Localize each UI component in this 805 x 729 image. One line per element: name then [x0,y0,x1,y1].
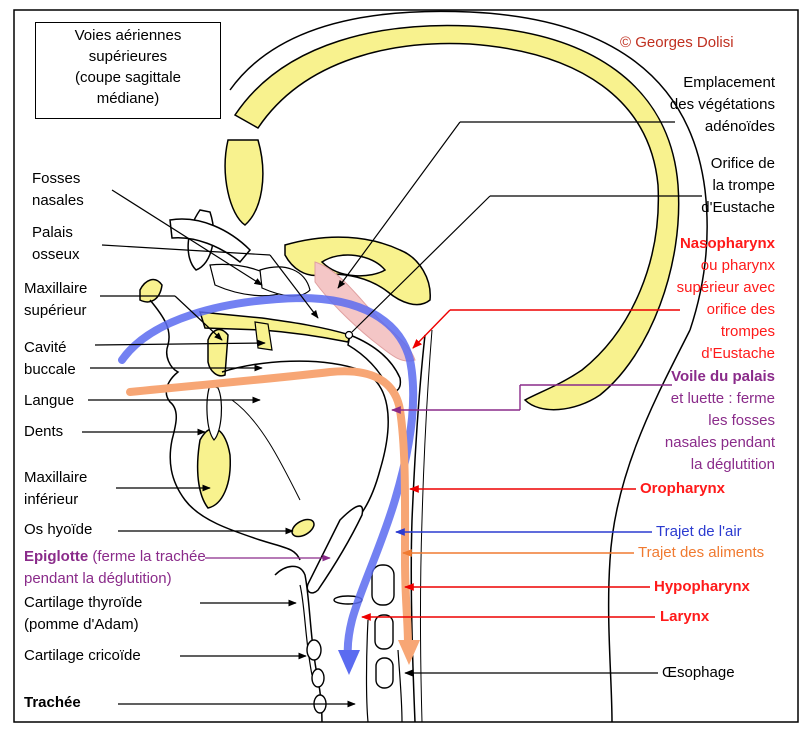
label-oropharynx: Oropharynx [640,478,725,500]
label-trajet-air: Trajet de l'air [656,521,742,543]
title-line: médiane) [36,88,220,109]
air-path-arrowhead [338,650,360,675]
diagram-title-box: Voies aériennes supérieures (coupe sagit… [35,22,221,119]
label-voile-du-palais: Voile du palais et luette : ferme les fo… [665,366,775,476]
copyright-text: © Georges Dolisi [620,32,734,54]
label-epiglotte: Epiglotte (ferme la trachée pendant la d… [24,546,206,590]
label-langue: Langue [24,390,74,412]
title-line: Voies aériennes [36,25,220,46]
food-path [130,371,408,645]
label-larynx: Larynx [660,606,709,628]
label-hypopharynx: Hypopharynx [654,576,750,598]
label-cartilage-thyroide: Cartilage thyroïde(pomme d'Adam) [24,592,142,636]
label-nasopharynx: Nasopharynx ou pharynx supérieur avec or… [677,233,775,365]
label-cartilage-cricoide: Cartilage cricoïde [24,645,141,667]
label-trajet-aliments: Trajet des aliments [638,542,764,564]
title-line: supérieures [36,46,220,67]
label-dents: Dents [24,421,63,443]
food-path-arrowhead [398,640,420,665]
title-line: (coupe sagittale [36,67,220,88]
label-trachee: Trachée [24,692,81,714]
label-oesophage: Œsophage [662,662,735,684]
label-os-hyoide: Os hyoïde [24,519,92,541]
